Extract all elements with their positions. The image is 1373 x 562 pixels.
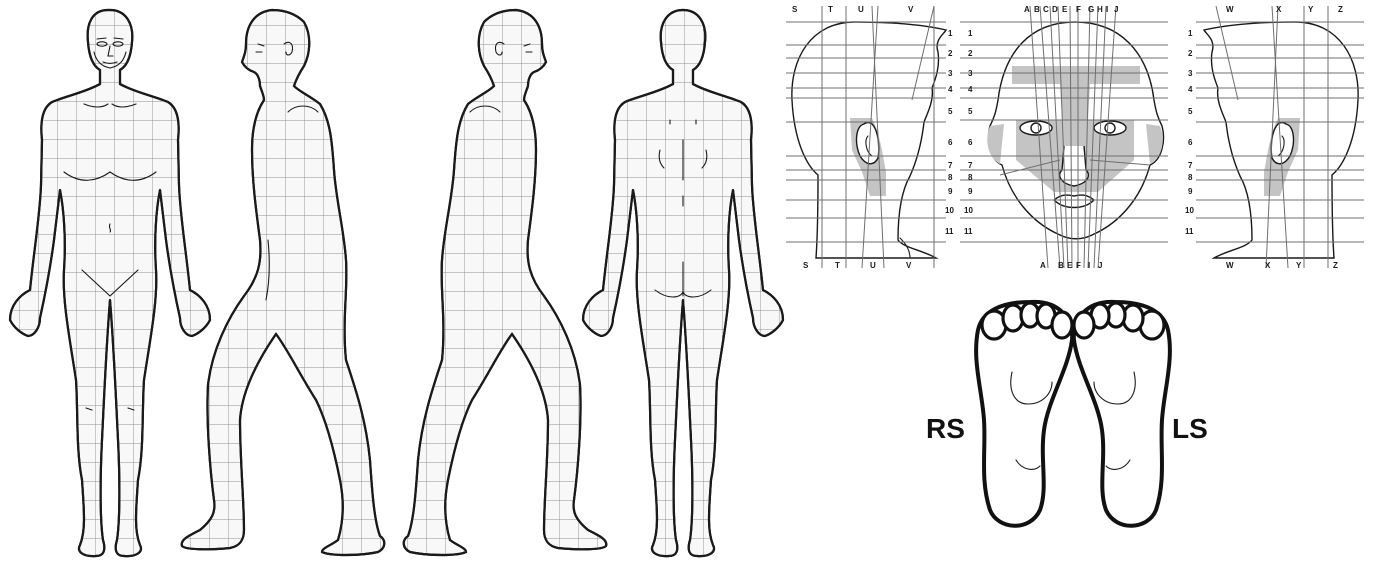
row-label: 11 xyxy=(964,227,973,236)
col-label-top: G xyxy=(1088,5,1094,14)
col-label-top: S xyxy=(792,5,798,14)
col-label-bottom: A xyxy=(1040,261,1046,270)
col-label-top: Z xyxy=(1338,5,1343,14)
col-label-top: J xyxy=(1114,5,1118,14)
sole-left: LS xyxy=(1074,302,1208,526)
col-label-bottom: U xyxy=(870,261,876,270)
col-label-bottom: Y xyxy=(1296,261,1302,270)
col-label-bottom: F xyxy=(1076,261,1081,270)
col-label-top: U xyxy=(858,5,864,14)
row-label: 11 xyxy=(945,227,954,236)
col-label-bottom: E xyxy=(1067,261,1073,270)
col-label-top: T xyxy=(828,5,833,14)
row-label: 4 xyxy=(948,85,953,94)
row-label: 4 xyxy=(968,85,973,94)
row-label: 8 xyxy=(968,173,973,182)
row-label: 10 xyxy=(1185,206,1194,215)
row-label: 9 xyxy=(1188,187,1193,196)
figure-right-side xyxy=(180,0,400,562)
col-label-bottom: X xyxy=(1265,261,1271,270)
col-label-top: F xyxy=(1076,5,1081,14)
col-label-bottom: I xyxy=(1088,261,1090,270)
row-label: 5 xyxy=(1188,107,1193,116)
col-label-bottom: W xyxy=(1226,261,1234,270)
row-label: 1 xyxy=(1188,29,1193,38)
row-label: 3 xyxy=(948,69,953,78)
head-front xyxy=(960,6,1168,268)
row-label: 1 xyxy=(948,29,953,38)
head-side-right xyxy=(1196,6,1364,268)
col-label-top: D xyxy=(1052,5,1058,14)
row-label: 10 xyxy=(945,206,954,215)
row-label: 2 xyxy=(1188,49,1193,58)
figure-left-side xyxy=(388,0,608,562)
row-label: 5 xyxy=(968,107,973,116)
row-label: 6 xyxy=(948,138,953,147)
col-label-top: E xyxy=(1062,5,1068,14)
row-label: 6 xyxy=(968,138,973,147)
row-label: 3 xyxy=(968,69,973,78)
col-label-top: W xyxy=(1226,5,1234,14)
head-side-left xyxy=(786,6,946,268)
row-label: 9 xyxy=(968,187,973,196)
col-label-bottom: S xyxy=(803,261,809,270)
sole-right-label: RS xyxy=(926,413,965,444)
col-label-bottom: Z xyxy=(1333,261,1338,270)
col-label-top: B xyxy=(1034,5,1040,14)
figure-back xyxy=(570,0,800,562)
row-label: 7 xyxy=(948,161,953,170)
row-label: 8 xyxy=(948,173,953,182)
row-label: 7 xyxy=(1188,161,1193,170)
col-label-bottom: V xyxy=(906,261,912,270)
row-label: 3 xyxy=(1188,69,1193,78)
col-label-bottom: T xyxy=(835,261,840,270)
col-label-top: X xyxy=(1276,5,1282,14)
row-label: 10 xyxy=(964,206,973,215)
row-label: 11 xyxy=(1185,227,1194,236)
col-label-top: I xyxy=(1106,5,1108,14)
row-label: 4 xyxy=(1188,85,1193,94)
row-label: 8 xyxy=(1188,173,1193,182)
row-label: 1 xyxy=(968,29,973,38)
col-label-top: A xyxy=(1024,5,1030,14)
row-label: 2 xyxy=(948,49,953,58)
col-label-bottom: J xyxy=(1098,261,1102,270)
col-label-top: V xyxy=(908,5,914,14)
row-label: 9 xyxy=(948,187,953,196)
col-label-top: Y xyxy=(1308,5,1314,14)
col-label-top: C xyxy=(1043,5,1049,14)
sole-left-label: LS xyxy=(1172,413,1208,444)
row-label: 5 xyxy=(948,107,953,116)
row-label: 6 xyxy=(1188,138,1193,147)
row-label: 7 xyxy=(968,161,973,170)
sole-right: RS xyxy=(926,302,1072,526)
col-label-top: H xyxy=(1097,5,1103,14)
col-label-bottom: B xyxy=(1058,261,1064,270)
figure-front xyxy=(0,0,230,562)
row-label: 2 xyxy=(968,49,973,58)
